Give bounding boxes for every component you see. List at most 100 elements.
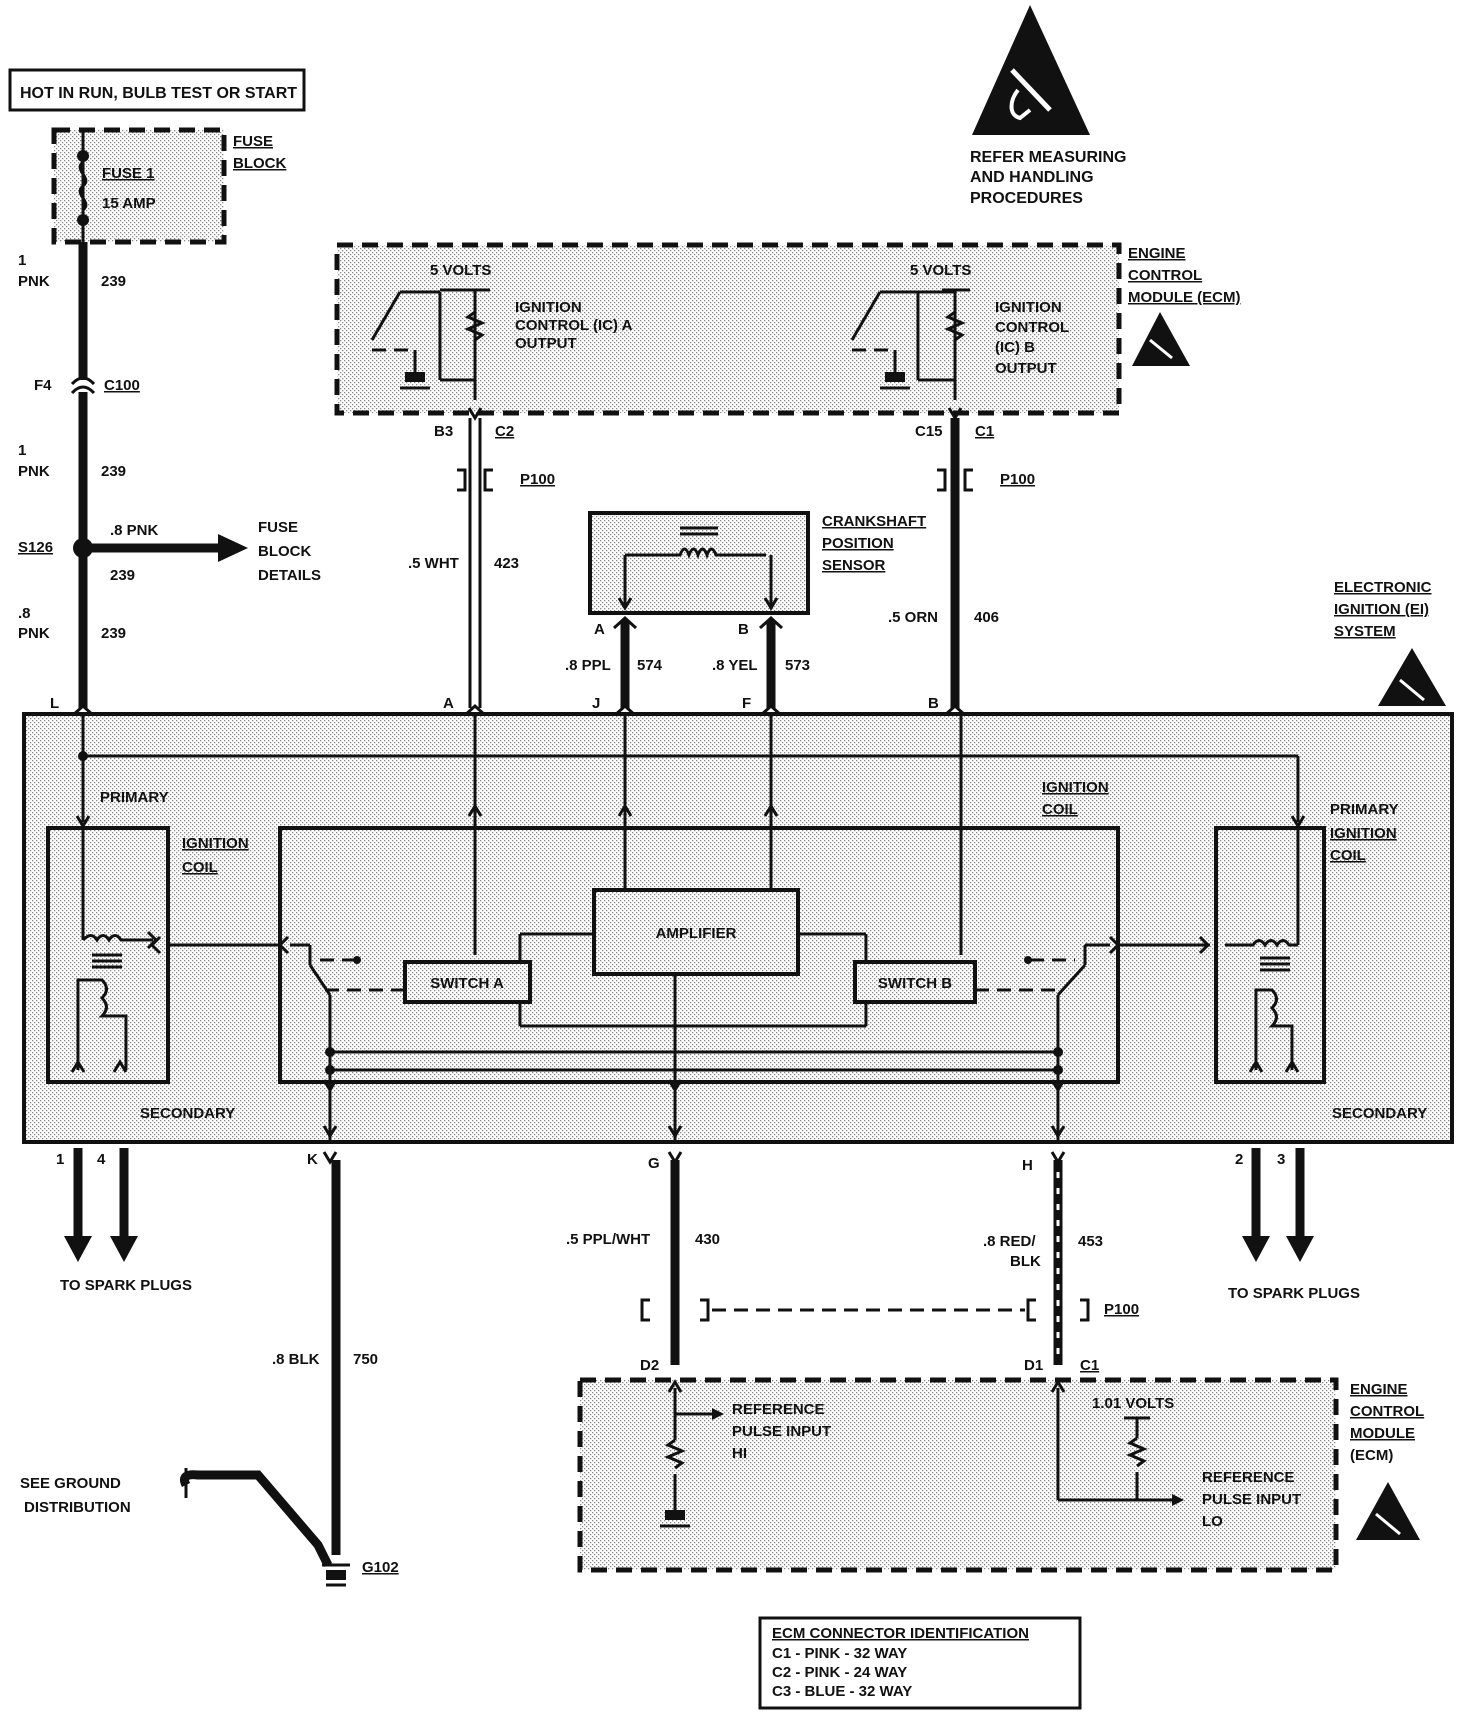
ground-circuit: 750 — [353, 1351, 378, 1368]
crankshaft-sensor — [588, 511, 810, 718]
ei-pin-2: 2 — [1235, 1151, 1243, 1168]
esd-icon-ecm-top — [1132, 312, 1190, 366]
ground-size-color: .8 BLK — [272, 1351, 320, 1368]
ic-b-circuit: 406 — [974, 609, 999, 626]
fuse-name: FUSE 1 — [102, 165, 155, 182]
crank-wire-b-circuit: 573 — [785, 657, 810, 674]
pin-f4: F4 — [34, 377, 52, 394]
left-circuit2: 239 — [101, 463, 126, 480]
conn-c100: C100 — [104, 377, 140, 394]
ic-b-p100: P100 — [1000, 471, 1035, 488]
ei-coil-left-1: IGNITION — [182, 835, 249, 852]
fuse-block: FUSE 1 15 AMP — [51, 127, 227, 245]
ei-title2: IGNITION (EI) — [1334, 601, 1429, 618]
ei-title1: ELECTRONIC — [1334, 579, 1432, 596]
crank-title1: CRANKSHAFT — [822, 513, 926, 530]
wire-423 — [457, 418, 493, 718]
left-size1: 1 — [18, 252, 26, 269]
ei-switch-a: SWITCH A — [430, 975, 504, 992]
ei-pin-j: J — [592, 695, 600, 712]
ei-pin-h: H — [1022, 1157, 1033, 1174]
wire-406 — [937, 418, 973, 718]
ei-secondary-left: SECONDARY — [140, 1105, 235, 1122]
ref-lo-line1: REFERENCE — [1202, 1469, 1295, 1486]
connector-row-c1: C1 - PINK - 32 WAY — [772, 1645, 907, 1662]
splice-s126: S126 — [18, 539, 53, 556]
ei-primary-left: PRIMARY — [100, 789, 169, 806]
ei-module — [22, 712, 1454, 1144]
esd-notice-line1: REFER MEASURING — [970, 149, 1126, 166]
ic-b-size-color: .5 ORN — [888, 609, 938, 626]
esd-warning-icon — [972, 5, 1090, 135]
wire-453 — [1026, 1151, 1090, 1365]
ei-pin-f: F — [742, 695, 751, 712]
wire-750 — [180, 1151, 350, 1587]
ecm-bottom-title4: (ECM) — [1350, 1447, 1393, 1464]
ecm-bottom-title2: CONTROL — [1350, 1403, 1424, 1420]
branch-circuit: 239 — [110, 567, 135, 584]
ecm-bottom-volts: 1.01 VOLTS — [1092, 1395, 1174, 1412]
ecm-bottom — [577, 1377, 1339, 1573]
fuse-rating: 15 AMP — [102, 195, 156, 212]
left-size3: .8 — [18, 605, 31, 622]
ei-pin-3: 3 — [1277, 1151, 1285, 1168]
ei-amplifier: AMPLIFIER — [656, 925, 737, 942]
ei-title3: SYSTEM — [1334, 623, 1396, 640]
wire-239 — [70, 242, 248, 718]
ei-pin-1: 1 — [56, 1151, 64, 1168]
ei-coil-mid-1: IGNITION — [1042, 779, 1109, 796]
crank-wire-a-circuit: 574 — [637, 657, 663, 674]
crank-pin-a: A — [594, 621, 605, 638]
ei-pin-b: B — [928, 695, 939, 712]
ic-b-pin-c15: C15 — [915, 423, 943, 440]
crank-wire-b-size: .8 YEL — [712, 657, 758, 674]
ref-lo-line3: LO — [1202, 1513, 1223, 1530]
ei-primary-right-1: PRIMARY — [1330, 801, 1399, 818]
ic-a-p100: P100 — [520, 471, 555, 488]
connector-row-c2: C2 - PINK - 24 WAY — [772, 1664, 907, 1681]
ground-text2: DISTRIBUTION — [24, 1499, 131, 1516]
ecm-top-title2: CONTROL — [1128, 267, 1202, 284]
crank-title2: POSITION — [822, 535, 894, 552]
ei-pin-4: 4 — [97, 1151, 106, 1168]
left-color2: PNK — [18, 463, 50, 480]
esd-icon-ei — [1378, 648, 1446, 706]
ecm-bottom-title1: ENGINE — [1350, 1381, 1408, 1398]
ground-text1: SEE GROUND — [20, 1475, 121, 1492]
fuse-block-title1: FUSE — [233, 133, 273, 150]
ic-a-pin-b3: B3 — [434, 423, 453, 440]
power-header: HOT IN RUN, BULB TEST OR START — [8, 68, 306, 112]
ref-lo-line2: PULSE INPUT — [1202, 1491, 1301, 1508]
branch-dest1: FUSE — [258, 519, 298, 536]
ecm-connector-table: ECM CONNECTOR IDENTIFICATION C1 - PINK -… — [758, 1616, 1082, 1710]
ei-pin-g: G — [648, 1155, 660, 1172]
ei-coil-left-2: COIL — [182, 859, 218, 876]
left-circuit1: 239 — [101, 273, 126, 290]
ei-coil-mid-2: COIL — [1042, 801, 1078, 818]
power-header-text: HOT IN RUN, BULB TEST OR START — [20, 85, 297, 102]
ecm-volts-b: 5 VOLTS — [910, 262, 971, 279]
branch-dest2: BLOCK — [258, 543, 311, 560]
ei-pin-l: L — [50, 695, 59, 712]
crank-pin-b: B — [738, 621, 749, 638]
ei-primary-right-2: IGNITION — [1330, 825, 1397, 842]
ref-hi-pin-d2: D2 — [640, 1357, 659, 1374]
ref-hi-size-color: .5 PPL/WHT — [566, 1231, 650, 1248]
ecm-top — [334, 242, 1122, 421]
ground-id-g102: G102 — [362, 1559, 399, 1576]
ecm-volts-a: 5 VOLTS — [430, 262, 491, 279]
fuse-block-title2: BLOCK — [233, 155, 286, 172]
esd-notice-line2: AND HANDLING — [970, 169, 1094, 186]
connector-table-title: ECM CONNECTOR IDENTIFICATION — [772, 1625, 1029, 1642]
ref-hi-line1: REFERENCE — [732, 1401, 825, 1418]
left-circuit3: 239 — [101, 625, 126, 642]
wire-430 — [640, 1151, 1025, 1365]
spark-plug-outputs-right — [1242, 1148, 1314, 1262]
ic-a-circuit: 423 — [494, 555, 519, 572]
ei-switch-b: SWITCH B — [878, 975, 952, 992]
ecm-top-title3: MODULE (ECM) — [1128, 289, 1241, 306]
ic-b-line1: IGNITION — [995, 299, 1062, 316]
ref-hi-line3: HI — [732, 1445, 747, 1462]
ref-lo-size2: BLK — [1010, 1253, 1041, 1270]
ic-a-size-color: .5 WHT — [408, 555, 459, 572]
